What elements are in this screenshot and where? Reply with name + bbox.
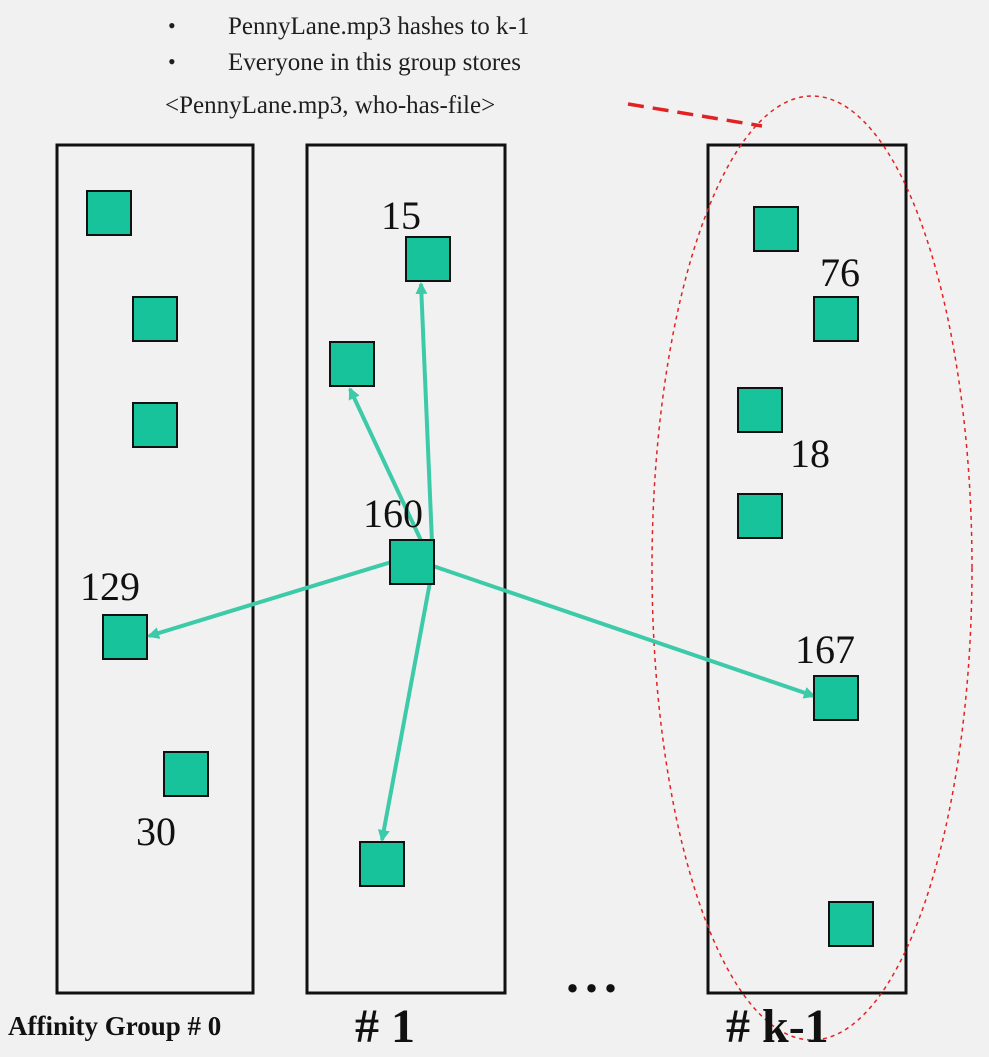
group-1-box	[305, 143, 507, 995]
node-gk-4	[737, 493, 783, 539]
group-label-0: Affinity Group # 0	[8, 1011, 222, 1041]
node-gk-bottom	[828, 901, 874, 947]
node-label-76: 76	[820, 250, 860, 295]
node-129	[102, 614, 148, 660]
node-label-30: 30	[136, 809, 176, 854]
node-160	[389, 539, 435, 585]
arrow-to-node-129	[147, 558, 399, 639]
node-g0-3	[132, 402, 178, 448]
node-label-160: 160	[363, 491, 423, 536]
group-k-1-highlight-ellipse	[651, 95, 973, 1041]
node-gk-1	[753, 206, 799, 252]
arrow-to-node-g1-2	[348, 387, 435, 567]
bullet-marker: •	[168, 13, 176, 38]
tuple-pointer-line	[627, 102, 763, 128]
bullet-text-stores: Everyone in this group stores	[228, 49, 522, 76]
node-g1-bottom	[359, 841, 405, 887]
node-g0-1	[86, 190, 132, 236]
node-g1-2	[329, 341, 375, 387]
group-label-1: # 1	[355, 1000, 415, 1053]
group-0-box	[55, 143, 255, 995]
arrow-to-node-15	[415, 282, 435, 567]
lookup-arrows	[147, 282, 816, 842]
arrow-to-node-167	[432, 564, 816, 699]
node-label-167: 167	[795, 627, 855, 672]
node-label-15: 15	[381, 193, 421, 238]
node-label-129: 129	[80, 564, 140, 609]
group-label-k-1: # k-1	[726, 1000, 829, 1053]
node-label-18: 18	[790, 431, 830, 476]
bullet-marker: •	[168, 49, 176, 74]
group-k-1-box	[706, 143, 908, 995]
arrow-to-node-g1-bottom	[377, 565, 435, 842]
more-groups-ellipsis: ...	[566, 947, 623, 1004]
node-167	[813, 675, 859, 721]
bullet-text-hash: PennyLane.mp3 hashes to k-1	[228, 13, 530, 40]
node-15	[405, 236, 451, 282]
node-18	[737, 387, 783, 433]
node-30	[163, 751, 209, 797]
node-76	[813, 296, 859, 342]
node-g0-2	[132, 296, 178, 342]
stored-tuple-text: <PennyLane.mp3, who-has-file>	[165, 92, 496, 119]
